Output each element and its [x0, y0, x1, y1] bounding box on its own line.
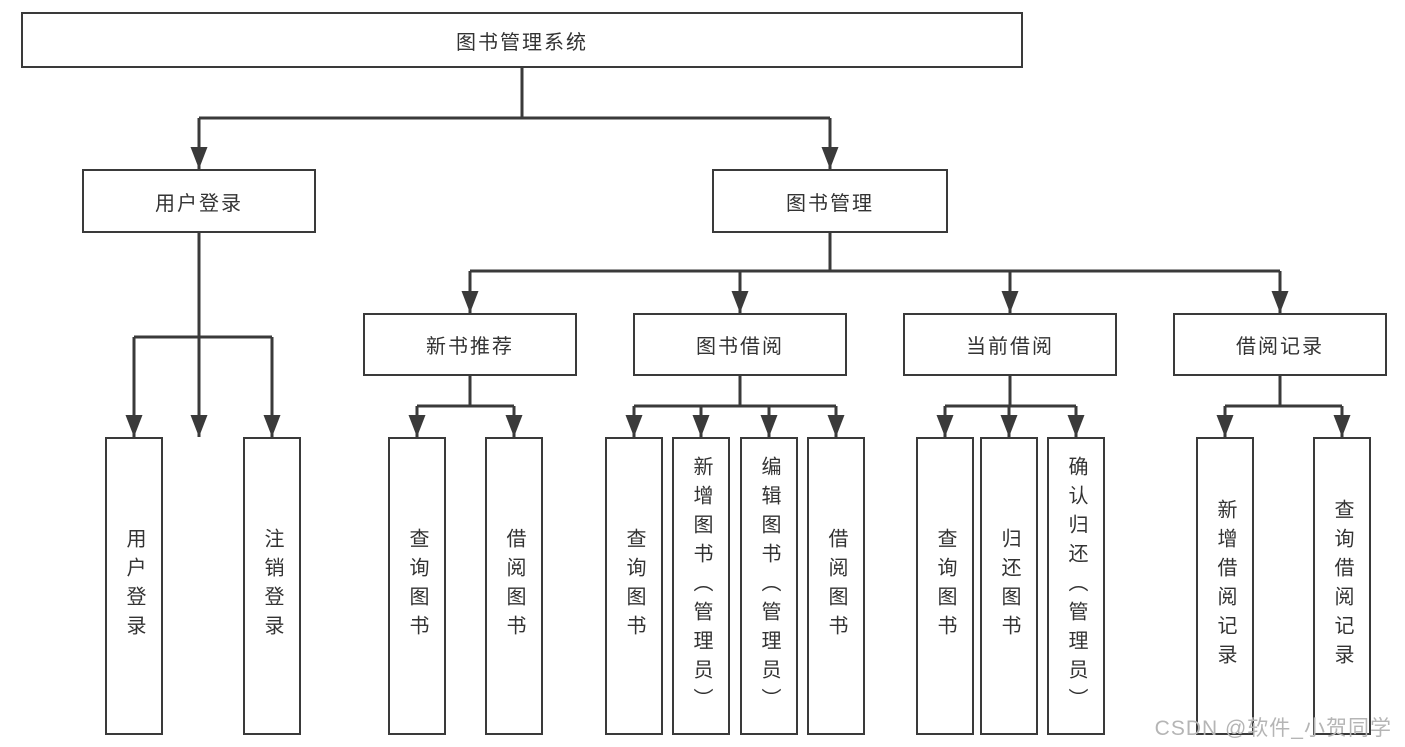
leaf-label: 归还图书: [998, 528, 1020, 644]
leaf-borrow-books-recommend: 借阅图书: [485, 437, 543, 735]
leaf-label: 查询图书: [623, 528, 645, 644]
node-borrow-records: 借阅记录: [1173, 313, 1387, 376]
leaf-label: 编辑图书（管理员）: [758, 455, 780, 717]
node-user-login-module: 用户登录: [82, 169, 316, 233]
leaf-return-books: 归还图书: [980, 437, 1038, 735]
leaf-label: 确认归还（管理员）: [1065, 455, 1087, 717]
node-book-borrow: 图书借阅: [633, 313, 847, 376]
leaf-label: 查询图书: [406, 528, 428, 644]
leaf-query-books-recommend: 查询图书: [388, 437, 446, 735]
leaf-label: 查询图书: [934, 528, 956, 644]
leaf-borrow-books: 借阅图书: [807, 437, 865, 735]
node-new-book-recommend: 新书推荐: [363, 313, 577, 376]
node-book-management-module: 图书管理: [712, 169, 948, 233]
leaf-confirm-return-admin: 确认归还（管理员）: [1047, 437, 1105, 735]
leaf-edit-books-admin: 编辑图书（管理员）: [740, 437, 798, 735]
node-current-borrow: 当前借阅: [903, 313, 1117, 376]
leaf-label: 注销登录: [261, 528, 283, 644]
leaf-label: 借阅图书: [503, 528, 525, 644]
leaf-label: 新增图书（管理员）: [690, 455, 712, 717]
leaf-add-books-admin: 新增图书（管理员）: [672, 437, 730, 735]
leaf-query-books-current: 查询图书: [916, 437, 974, 735]
leaf-query-books-borrow: 查询图书: [605, 437, 663, 735]
leaf-label: 查询借阅记录: [1331, 499, 1353, 673]
leaf-label: 借阅图书: [825, 528, 847, 644]
leaf-logout: 注销登录: [243, 437, 301, 735]
leaf-query-borrow-record: 查询借阅记录: [1313, 437, 1371, 735]
leaf-user-login: 用户登录: [105, 437, 163, 735]
leaf-label: 用户登录: [123, 528, 145, 644]
leaf-add-borrow-record: 新增借阅记录: [1196, 437, 1254, 735]
node-root-system: 图书管理系统: [21, 12, 1023, 68]
leaf-label: 新增借阅记录: [1214, 499, 1236, 673]
